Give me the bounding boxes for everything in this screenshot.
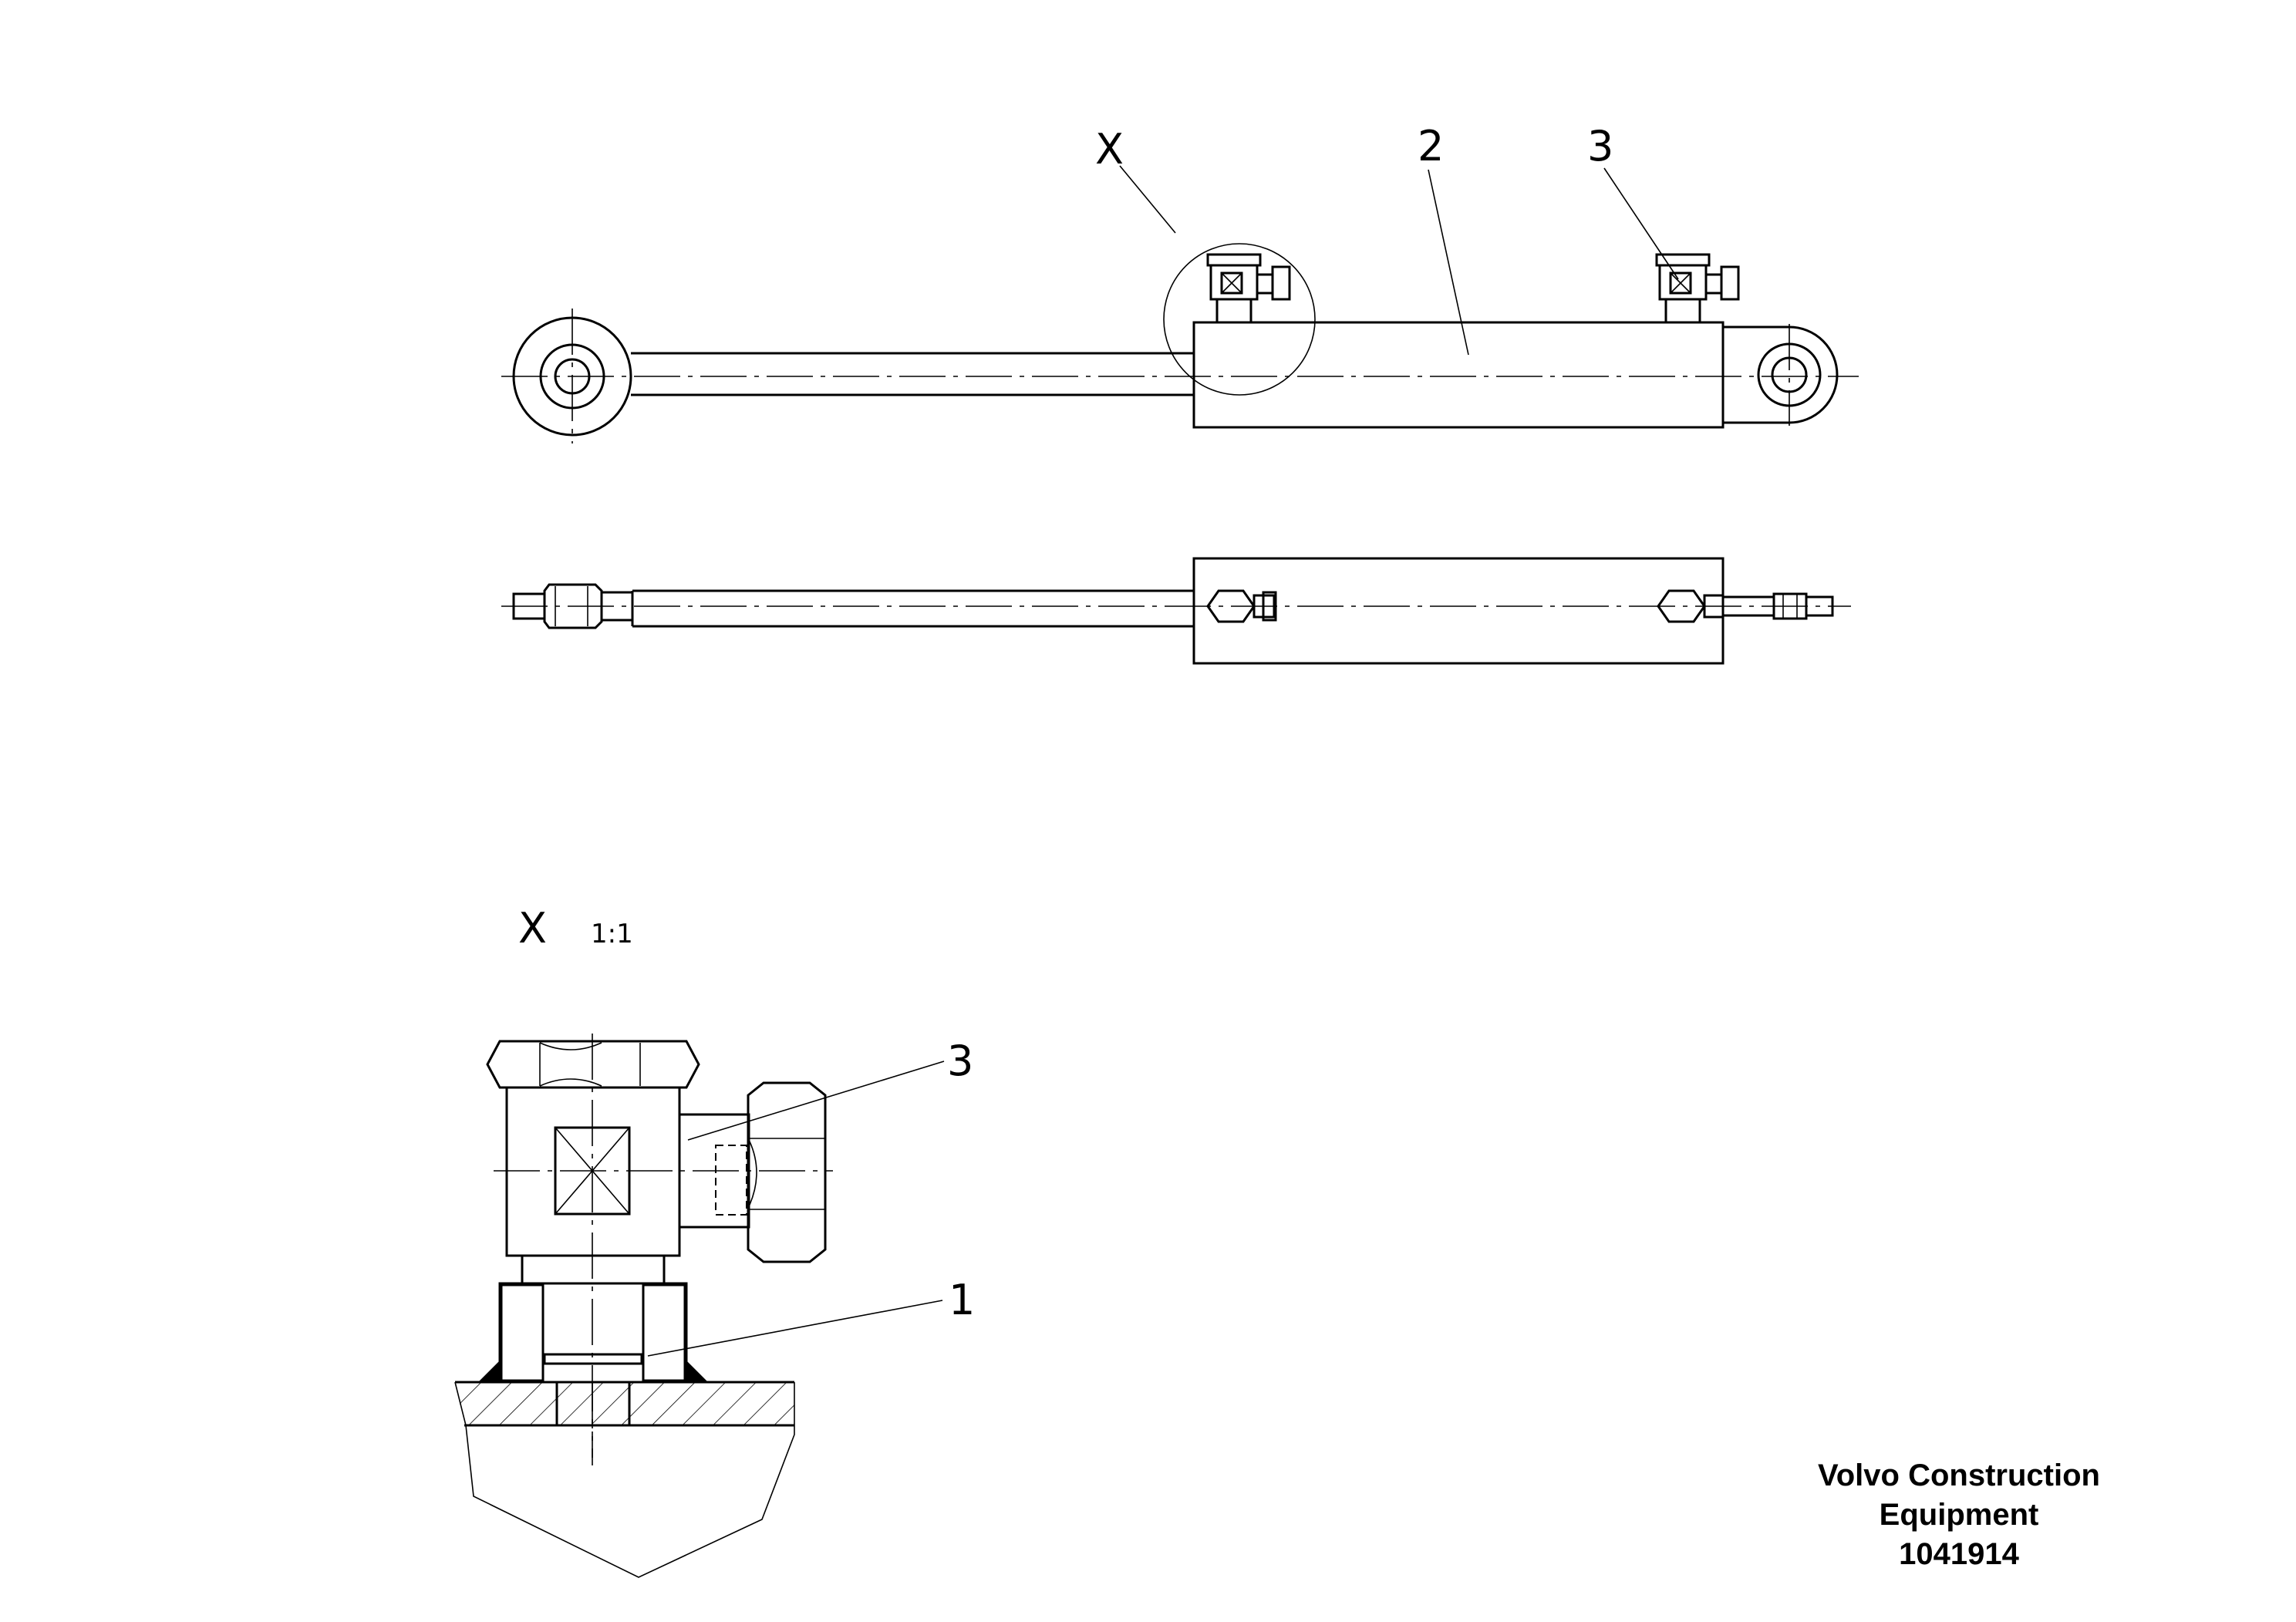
- leader-3-detail: [687, 1061, 945, 1141]
- company-name-line2: Equipment: [1879, 1498, 2039, 1532]
- callout-x: X: [1095, 125, 1124, 174]
- grease-fitting-left: [1206, 253, 1291, 324]
- company-name-line1: Volvo Construction: [1818, 1458, 2100, 1492]
- cylinder-side-view: X 2 3: [501, 122, 1859, 443]
- detail-x-circle: [1163, 243, 1316, 396]
- detail-x-view: X 1:1: [454, 904, 975, 1578]
- callout-3-top: 3: [1587, 122, 1613, 170]
- detail-label: X: [518, 904, 547, 953]
- leader-2: [1428, 169, 1469, 356]
- detail-scale: 1:1: [591, 919, 633, 949]
- leader-3-top: [1603, 167, 1679, 280]
- grease-fitting-right: [1655, 253, 1740, 324]
- document-number: 1041914: [1899, 1537, 2019, 1571]
- leader-x: [1119, 165, 1176, 234]
- leader-1-detail: [647, 1300, 943, 1357]
- callout-2: 2: [1418, 122, 1444, 170]
- callout-1-detail: 1: [949, 1276, 975, 1324]
- cylinder-top-view: [501, 557, 1851, 665]
- title-block: Volvo Construction Equipment 1041914: [1728, 1456, 2190, 1574]
- callout-3-detail: 3: [947, 1037, 973, 1085]
